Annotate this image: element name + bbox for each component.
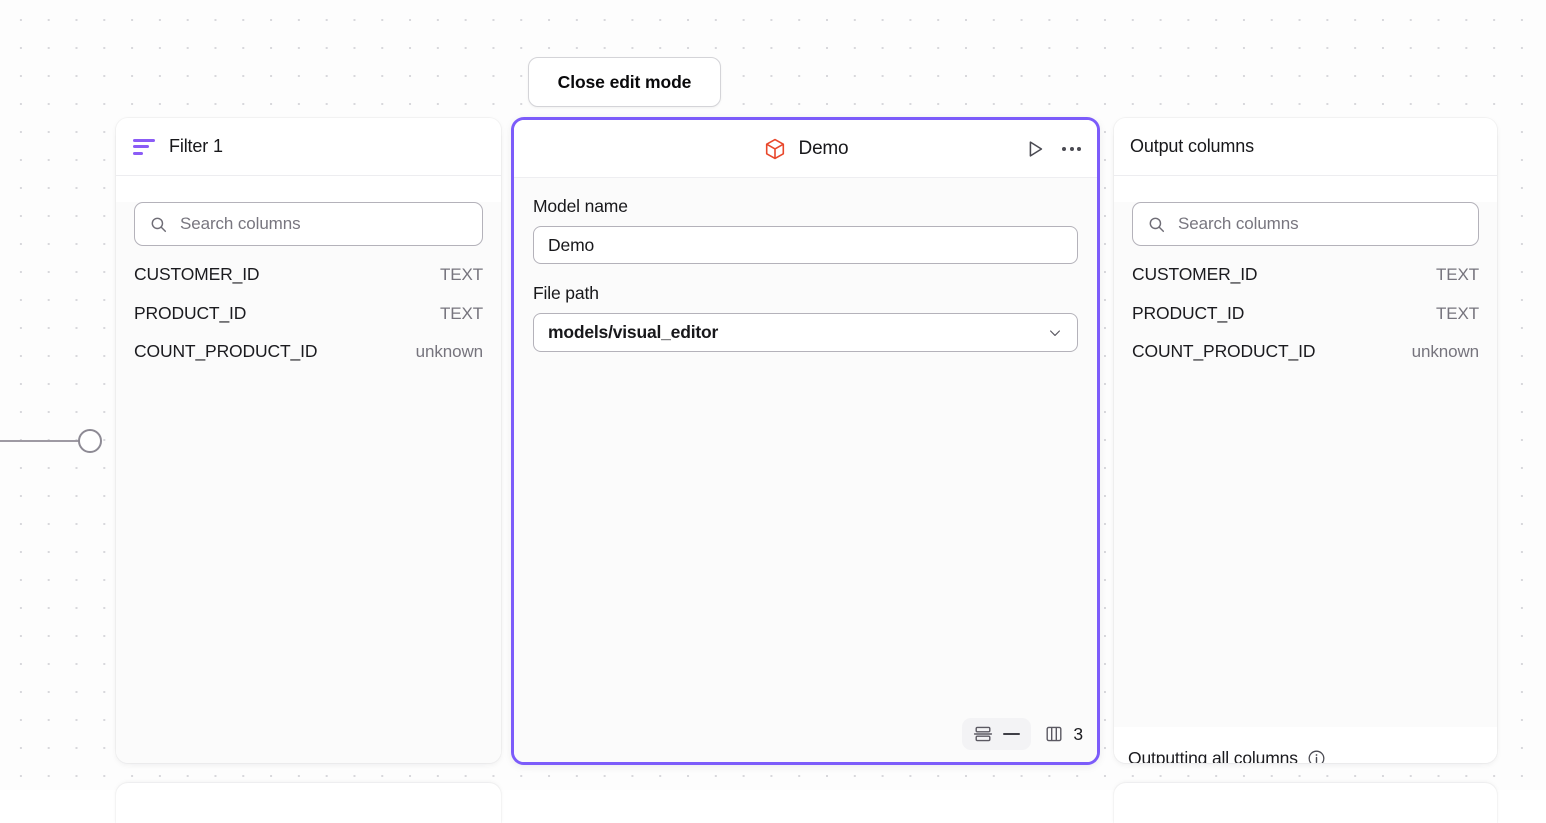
list-item[interactable]: CUSTOMER_ID TEXT bbox=[1114, 264, 1497, 303]
column-type: unknown bbox=[1412, 342, 1479, 362]
list-item[interactable]: COUNT_PRODUCT_ID unknown bbox=[1114, 341, 1497, 380]
connection-edge bbox=[0, 440, 80, 442]
output-search-placeholder: Search columns bbox=[1178, 214, 1299, 234]
chevron-down-icon bbox=[1047, 325, 1063, 341]
filter-panel-header: Filter 1 bbox=[116, 118, 501, 176]
column-type: TEXT bbox=[440, 265, 483, 285]
search-icon bbox=[1148, 216, 1165, 233]
filter-icon bbox=[133, 139, 155, 155]
cube-icon bbox=[763, 137, 787, 161]
rows-value bbox=[1003, 733, 1020, 735]
flow-canvas[interactable]: Close edit mode Filter 1 Search columns … bbox=[0, 0, 1546, 790]
model-panel-title: Demo bbox=[799, 138, 849, 160]
close-edit-mode-button[interactable]: Close edit mode bbox=[528, 57, 721, 107]
output-footer-text: Outputting all columns bbox=[1128, 748, 1298, 764]
column-name: CUSTOMER_ID bbox=[1132, 264, 1257, 285]
column-type: TEXT bbox=[1436, 304, 1479, 324]
filter-panel-title: Filter 1 bbox=[169, 136, 223, 157]
rows-icon bbox=[973, 724, 993, 744]
filter-panel-body: Search columns CUSTOMER_ID TEXT PRODUCT_… bbox=[116, 202, 501, 763]
model-panel-header: Demo bbox=[514, 120, 1097, 178]
file-path-select[interactable]: models/visual_editor bbox=[533, 313, 1078, 352]
model-panel-body: Model name Demo File path models/visual_… bbox=[514, 178, 1097, 762]
list-item[interactable]: CUSTOMER_ID TEXT bbox=[116, 264, 501, 303]
next-node-panel-left[interactable] bbox=[116, 783, 501, 823]
next-node-panel-right[interactable] bbox=[1114, 783, 1497, 823]
rows-pill[interactable] bbox=[962, 718, 1031, 750]
filter-search-placeholder: Search columns bbox=[180, 214, 301, 234]
info-icon[interactable] bbox=[1307, 749, 1326, 764]
model-footer: 3 bbox=[962, 718, 1083, 750]
connection-handle[interactable] bbox=[78, 429, 102, 453]
model-panel[interactable]: Demo Model name Demo File path models/vi… bbox=[511, 117, 1100, 765]
file-path-value: models/visual_editor bbox=[548, 322, 718, 343]
play-icon[interactable] bbox=[1024, 138, 1046, 160]
column-type: unknown bbox=[416, 342, 483, 362]
columns-count: 3 bbox=[1073, 724, 1083, 745]
filter-column-list: CUSTOMER_ID TEXT PRODUCT_ID TEXT COUNT_P… bbox=[116, 264, 501, 380]
file-path-label: File path bbox=[533, 283, 1078, 304]
model-header-actions bbox=[1024, 120, 1083, 178]
output-panel-body: Search columns CUSTOMER_ID TEXT PRODUCT_… bbox=[1114, 202, 1497, 763]
output-columns-panel[interactable]: Output columns Search columns CUSTOMER_I… bbox=[1114, 118, 1497, 763]
filter-search-input[interactable]: Search columns bbox=[134, 202, 483, 246]
column-name: PRODUCT_ID bbox=[1132, 303, 1244, 324]
filter-panel[interactable]: Filter 1 Search columns CUSTOMER_ID TEXT… bbox=[116, 118, 501, 763]
output-footer: Outputting all columns bbox=[1114, 727, 1497, 763]
output-panel-header: Output columns bbox=[1114, 118, 1497, 176]
output-panel-title: Output columns bbox=[1130, 136, 1254, 157]
columns-icon bbox=[1044, 724, 1064, 744]
search-icon bbox=[150, 216, 167, 233]
model-name-label: Model name bbox=[533, 196, 1078, 217]
list-item[interactable]: PRODUCT_ID TEXT bbox=[116, 303, 501, 342]
column-name: CUSTOMER_ID bbox=[134, 264, 259, 285]
ellipsis-icon[interactable] bbox=[1060, 141, 1083, 157]
model-name-input[interactable]: Demo bbox=[533, 226, 1078, 264]
column-name: COUNT_PRODUCT_ID bbox=[1132, 341, 1315, 362]
output-column-list: CUSTOMER_ID TEXT PRODUCT_ID TEXT COUNT_P… bbox=[1114, 264, 1497, 380]
columns-group[interactable]: 3 bbox=[1044, 724, 1083, 745]
column-type: TEXT bbox=[440, 304, 483, 324]
list-item[interactable]: COUNT_PRODUCT_ID unknown bbox=[116, 341, 501, 380]
column-type: TEXT bbox=[1436, 265, 1479, 285]
list-item[interactable]: PRODUCT_ID TEXT bbox=[1114, 303, 1497, 342]
column-name: COUNT_PRODUCT_ID bbox=[134, 341, 317, 362]
output-search-input[interactable]: Search columns bbox=[1132, 202, 1479, 246]
column-name: PRODUCT_ID bbox=[134, 303, 246, 324]
